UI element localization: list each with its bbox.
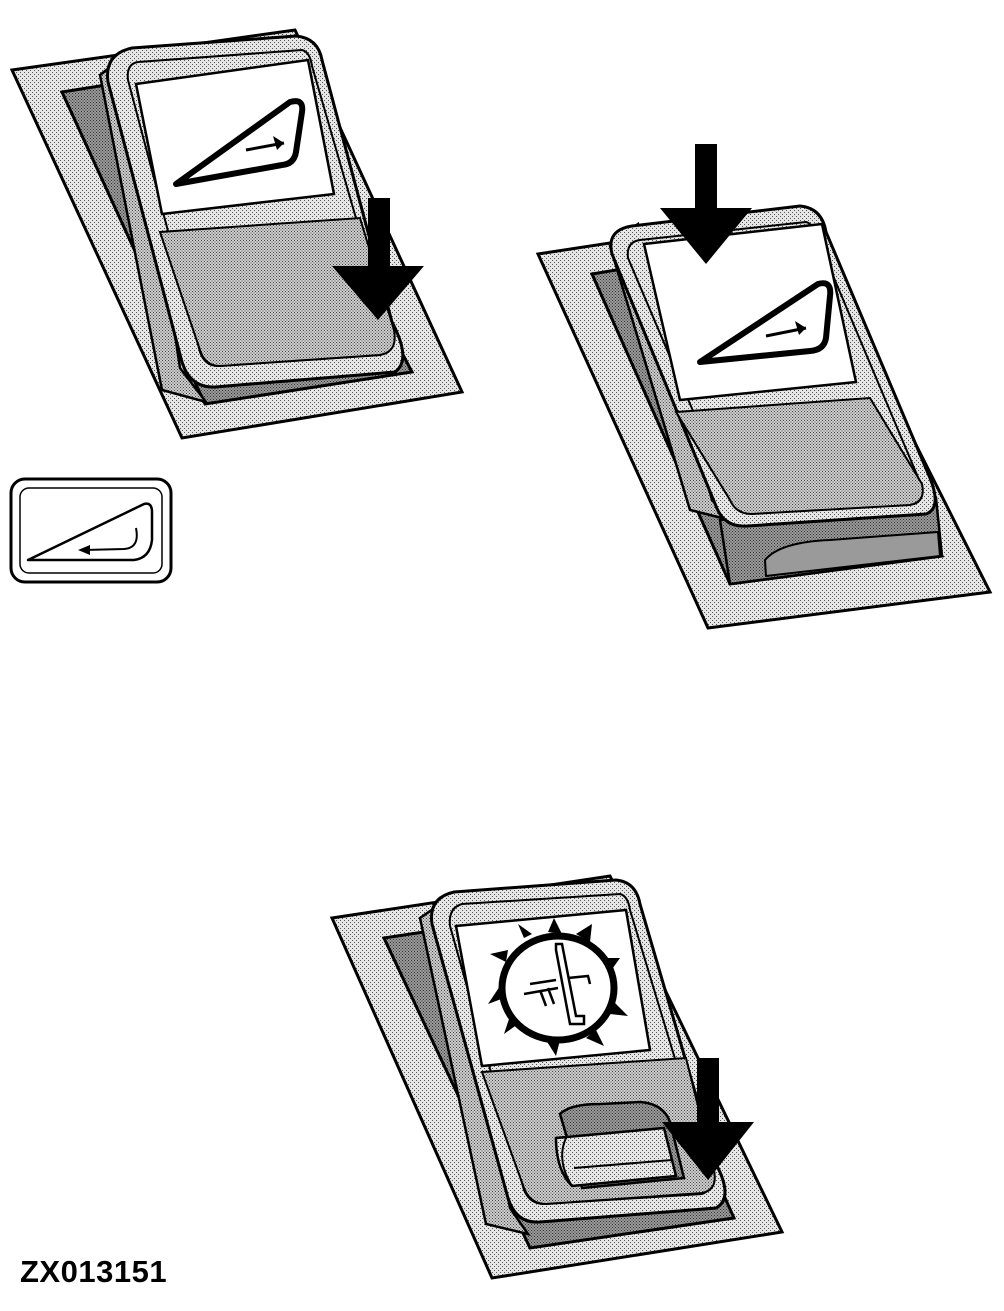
ramp-arrow-icon <box>173 98 306 187</box>
symbol-face <box>134 58 336 216</box>
press-arrow-icon <box>662 1058 754 1180</box>
indicator-panel <box>9 477 173 584</box>
rocker-pad <box>158 216 396 368</box>
latch[interactable] <box>554 1100 686 1190</box>
press-arrow-icon <box>332 198 424 320</box>
press-arrow-icon <box>660 144 752 264</box>
ramp-arrow-icon <box>697 280 834 365</box>
switch-top-left[interactable] <box>9 28 465 440</box>
ramp-return-arrow-icon <box>26 502 154 562</box>
symbol-face <box>642 222 858 402</box>
gear-axle-icon <box>488 918 628 1056</box>
switch-top-right[interactable] <box>535 144 993 630</box>
switch-bottom[interactable] <box>329 874 785 1280</box>
trough-shadow <box>763 530 942 578</box>
figure-id: ZX013151 <box>20 1254 168 1289</box>
rocker-pad <box>674 396 924 516</box>
